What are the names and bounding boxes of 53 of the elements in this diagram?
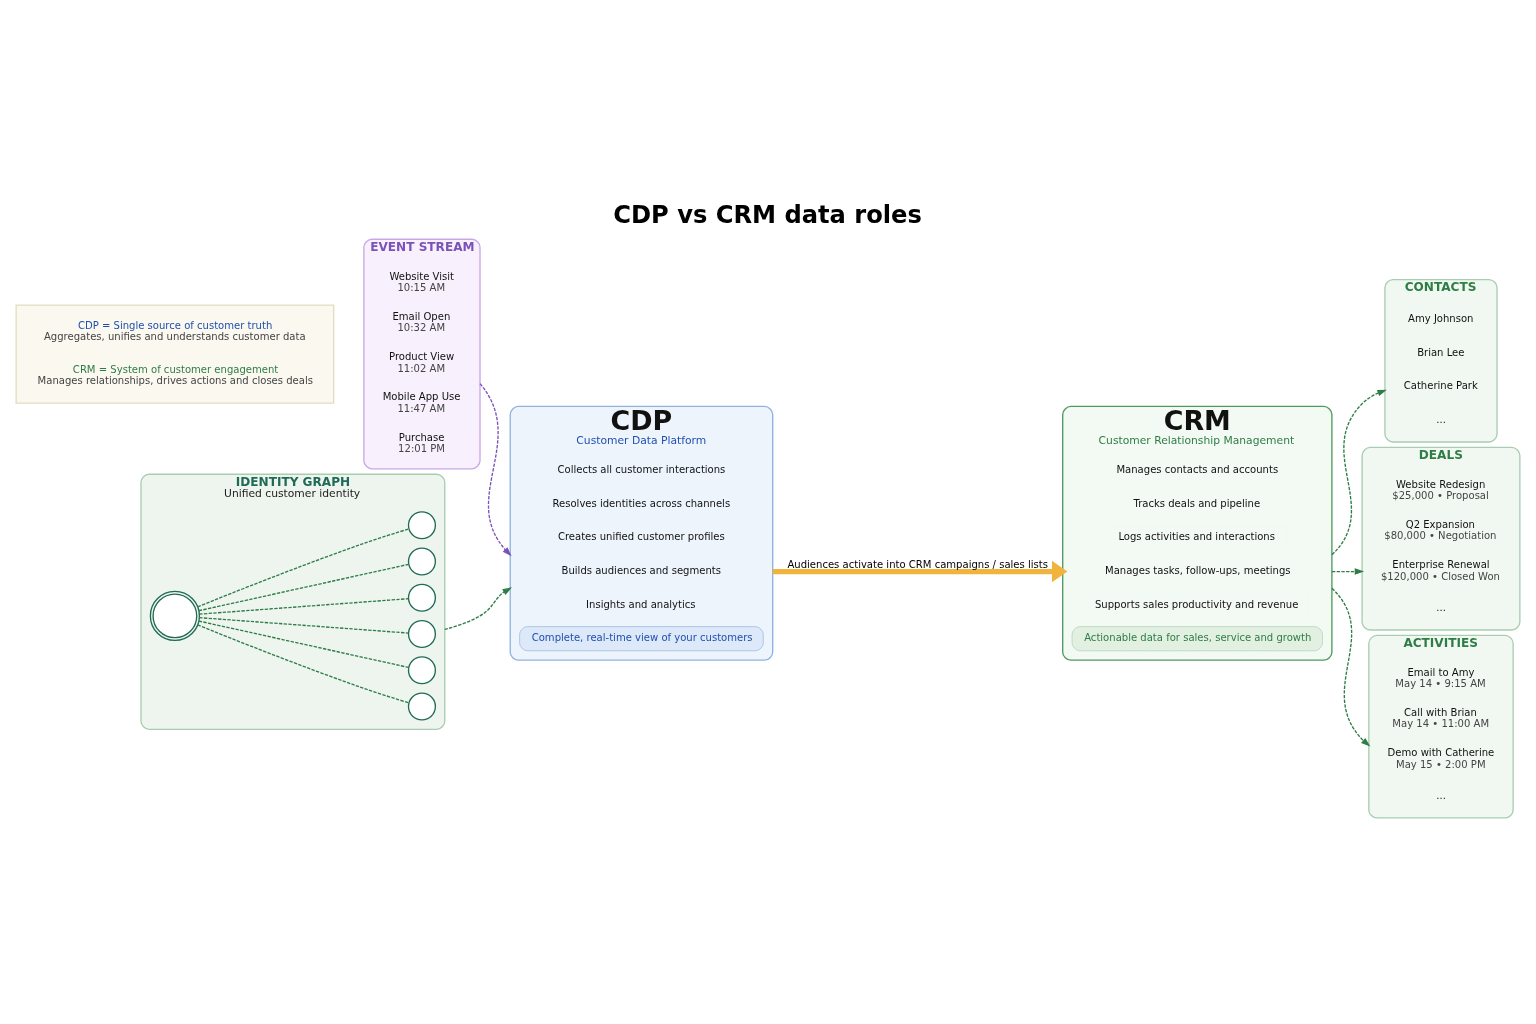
node-text: Enterprise Renewal $120,000 • Closed Won [1380,558,1500,582]
node-circle [407,655,437,684]
node-circle [407,583,437,612]
arrow [772,560,1068,582]
connector [198,597,410,615]
arrow [1331,567,1365,575]
node-text: Creates unified customer profiles [557,530,725,542]
node-text: Email Open 10:32 AM [392,310,451,333]
node-text: CRM = System of customer engagement Manages relationships, drives actions and closes deals [37,363,313,386]
node-text: Product View 11:02 AM [389,350,455,374]
node-text: ... [1436,601,1446,613]
node-circle [407,546,437,576]
cluster [15,303,335,404]
node-text: Builds audiences and segments [561,564,721,576]
node-text: CDP = Single source of customer truth Aggregates, unifies and understands customer data [44,319,306,342]
node-text: Amy Johnson [1408,312,1474,324]
connector [198,563,410,611]
node-text: Supports sales productivity and revenue [1094,597,1299,609]
node-circle [407,510,437,539]
node-text: Logs activities and interactions [1118,530,1275,542]
node-text: Purchase 12:01 PM [398,431,445,454]
node-text: Insights and analytics [586,597,696,609]
node-text: Catherine Park [1403,379,1478,391]
node-text: ... [1436,789,1446,801]
node-box: Complete, real-time view of your customers [519,625,764,651]
connector [197,623,410,703]
diagram-title: CDP vs CRM data roles [613,200,922,229]
arrow [1331,389,1387,555]
connector [197,527,410,607]
node-text: Email to Amy May 14 • 9:15 AM [1395,666,1486,689]
node-text: Manages contacts and accounts [1116,463,1279,475]
node-text: Brian Lee [1417,346,1465,358]
node-text: Q2 Expansion $80,000 • Negotiation [1384,518,1497,541]
node-text: Resolves identities across channels [552,497,731,509]
node-box: Actionable data for sales, service and growth [1071,625,1323,651]
node-text: Manages tasks, follow-ups, meetings [1105,564,1291,576]
node-text: ... [1436,413,1446,425]
node-text: Call with Brian May 14 • 11:00 AM [1392,706,1490,729]
node-circle [407,619,437,648]
arrow [479,382,512,556]
node-text: Demo with Catherine May 15 • 2:00 PM [1387,746,1495,770]
node-text: Mobile App Use 11:47 AM [382,390,461,414]
cluster: IDENTITY GRAPH Unified customer identity [140,473,446,730]
connector [198,619,410,668]
node-text: Collects all customer interactions [557,463,726,475]
connector [198,616,410,634]
node-text: Website Redesign $25,000 • Proposal [1392,478,1489,501]
node-text: Website Visit 10:15 AM [389,270,455,293]
arrow [444,586,512,630]
edge-label: Audiences activate into CRM campaigns / sales lists [787,558,1048,570]
arrow [1331,587,1371,747]
node-text: Tracks deals and pipeline [1133,497,1261,509]
node-circle [407,691,437,721]
